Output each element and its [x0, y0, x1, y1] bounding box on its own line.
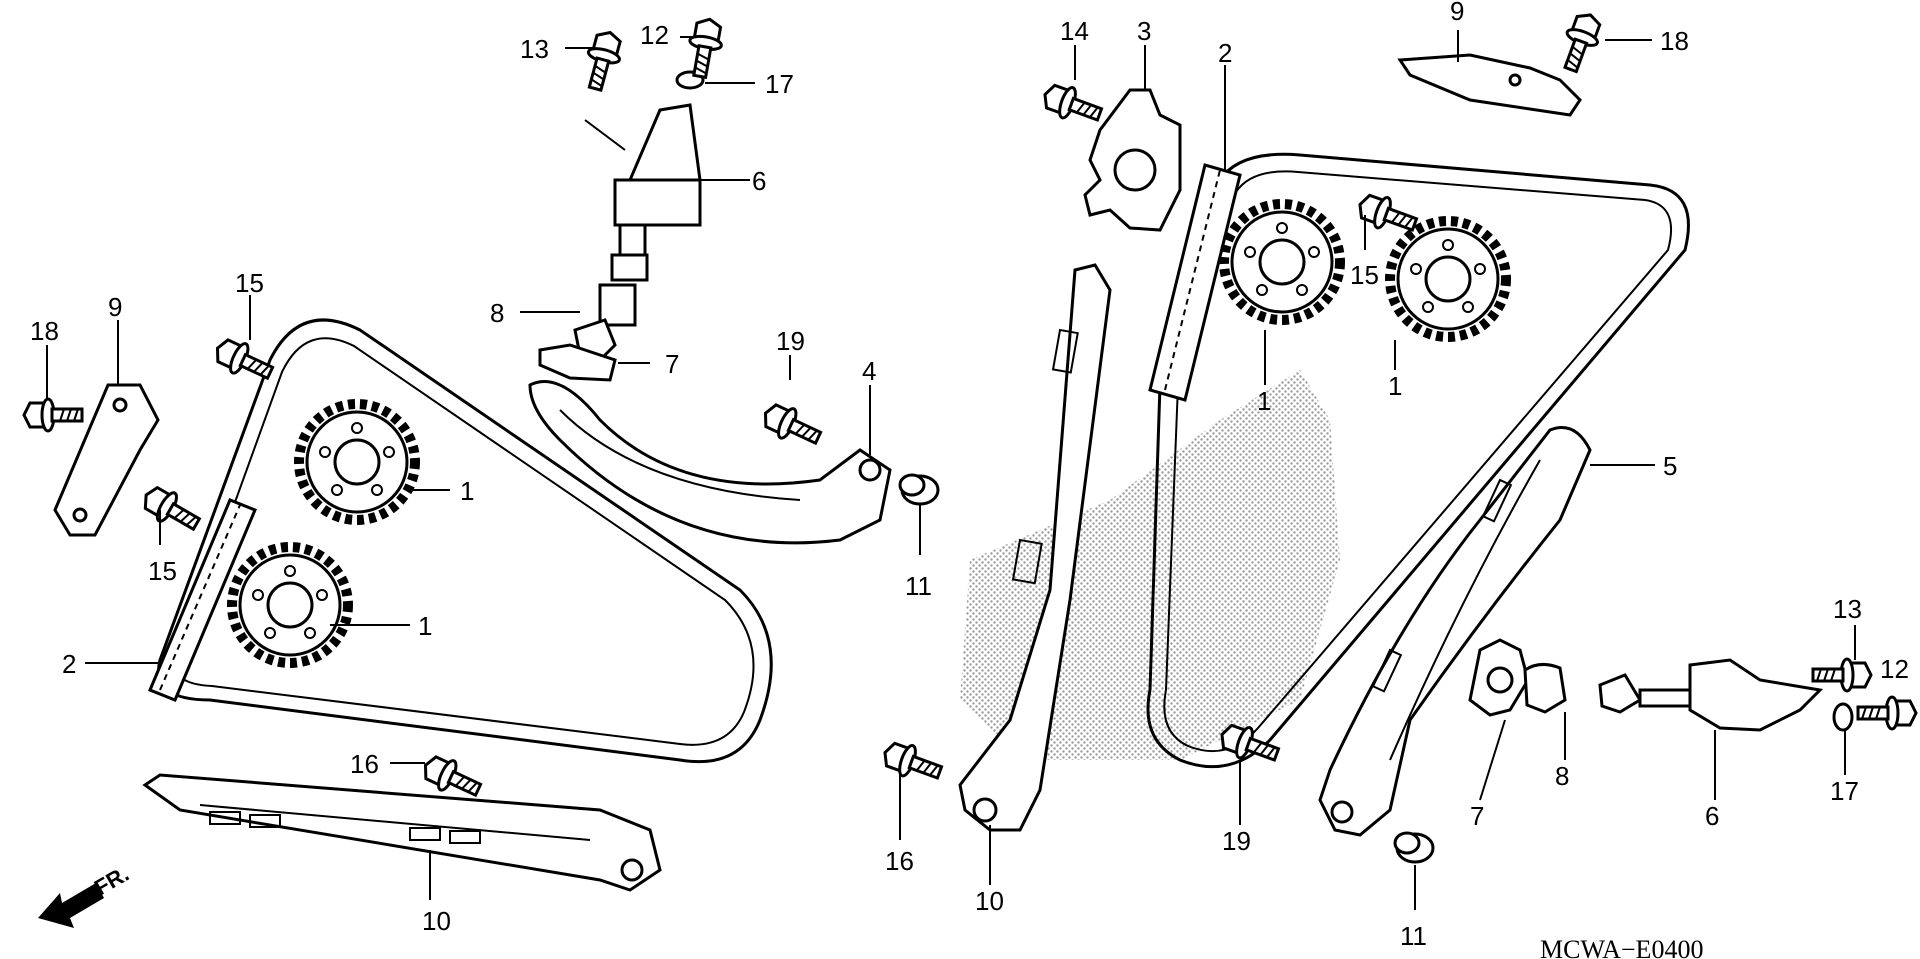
diagram-code: MCWA−E0400	[1540, 935, 1703, 959]
sprocket-left-lower	[232, 547, 348, 663]
right-assembly	[877, 7, 1918, 864]
callout-17-left: 17	[765, 69, 794, 99]
callout-15-right: 15	[1350, 260, 1379, 290]
washer-right	[1832, 702, 1854, 732]
callout-2-right: 2	[1218, 38, 1232, 68]
gasket-left	[538, 343, 617, 382]
callout-1-left-b: 1	[418, 611, 432, 641]
bolt-12-right	[1856, 695, 1918, 731]
callout-12-right: 12	[1880, 654, 1909, 684]
callout-19-left: 19	[776, 326, 805, 356]
cam-chain-tensioner-right	[1318, 426, 1592, 837]
callout-19-right: 19	[1222, 826, 1251, 856]
callout-7-left: 7	[665, 349, 679, 379]
callout-3: 3	[1137, 16, 1151, 46]
callout-13-right: 13	[1833, 594, 1862, 624]
bolt-18-right	[1554, 7, 1608, 77]
bolt-15-left-top	[209, 332, 279, 389]
callout-4: 4	[862, 356, 876, 386]
callout-9-right: 9	[1450, 0, 1464, 26]
callout-6-right: 6	[1705, 801, 1719, 831]
callout-15-left-a: 15	[235, 268, 264, 298]
cam-chain-left	[157, 318, 773, 764]
callout-17-right: 17	[1830, 776, 1859, 806]
bolt-13-left	[578, 26, 628, 95]
callout-10-left: 10	[422, 906, 451, 936]
cam-chain-right	[1146, 152, 1690, 769]
callout-1-right-b: 1	[1388, 371, 1402, 401]
callout-18-right: 18	[1660, 26, 1689, 56]
tensioner-lifter-left	[598, 103, 702, 327]
cam-chain-guide-left	[528, 380, 892, 545]
bolt-19-left	[757, 397, 827, 454]
leader-lines	[46, 30, 1856, 910]
callout-6-left: 6	[752, 166, 766, 196]
callout-12-left: 12	[640, 20, 669, 50]
callout-1-right-a: 1	[1257, 386, 1271, 416]
tensioner-slipper-left	[142, 773, 662, 892]
sealing-plug-right	[1393, 831, 1435, 864]
callout-labels: 13 12 17 6 8 7 19 4 1 1 2 15 15 18 9 11 …	[30, 0, 1909, 959]
callout-8-left: 8	[490, 298, 504, 328]
callout-16-right: 16	[885, 846, 914, 876]
bolt-18-left	[22, 397, 84, 433]
callout-1-left-a: 1	[460, 476, 474, 506]
front-direction-arrow: FR.	[38, 861, 133, 928]
callout-5: 5	[1663, 451, 1677, 481]
bolt-16-right	[877, 735, 947, 789]
callout-10-right: 10	[975, 886, 1004, 916]
callout-7-right: 7	[1470, 801, 1484, 831]
callout-9-left: 9	[108, 292, 122, 322]
callout-11-left: 11	[905, 571, 932, 601]
lifter-cap-right	[1523, 663, 1567, 714]
bracket-left	[53, 383, 160, 537]
callout-14: 14	[1060, 16, 1089, 46]
callout-18-left: 18	[30, 316, 59, 346]
sprocket-right-right	[1390, 221, 1506, 337]
tensioner-lifter-right	[1598, 658, 1824, 732]
left-assembly: FR.	[22, 14, 940, 928]
callout-16-left: 16	[350, 749, 379, 779]
bracket-right	[1397, 53, 1582, 117]
callout-11-right: 11	[1400, 921, 1427, 951]
callout-8-right: 8	[1555, 761, 1569, 791]
callout-15-left-b: 15	[148, 556, 177, 586]
bolt-14-right	[1037, 77, 1107, 131]
sprocket-right-left	[1224, 204, 1340, 320]
sprocket-left-upper	[299, 404, 415, 520]
bolt-13-right	[1811, 657, 1873, 693]
sealing-plug-left	[898, 473, 940, 506]
callout-13-left: 13	[520, 34, 549, 64]
bolt-15-left-mid	[136, 479, 206, 540]
cam-chain-guide-right	[958, 263, 1112, 832]
callout-2-left: 2	[62, 649, 76, 679]
bolt-12-left	[682, 14, 728, 81]
